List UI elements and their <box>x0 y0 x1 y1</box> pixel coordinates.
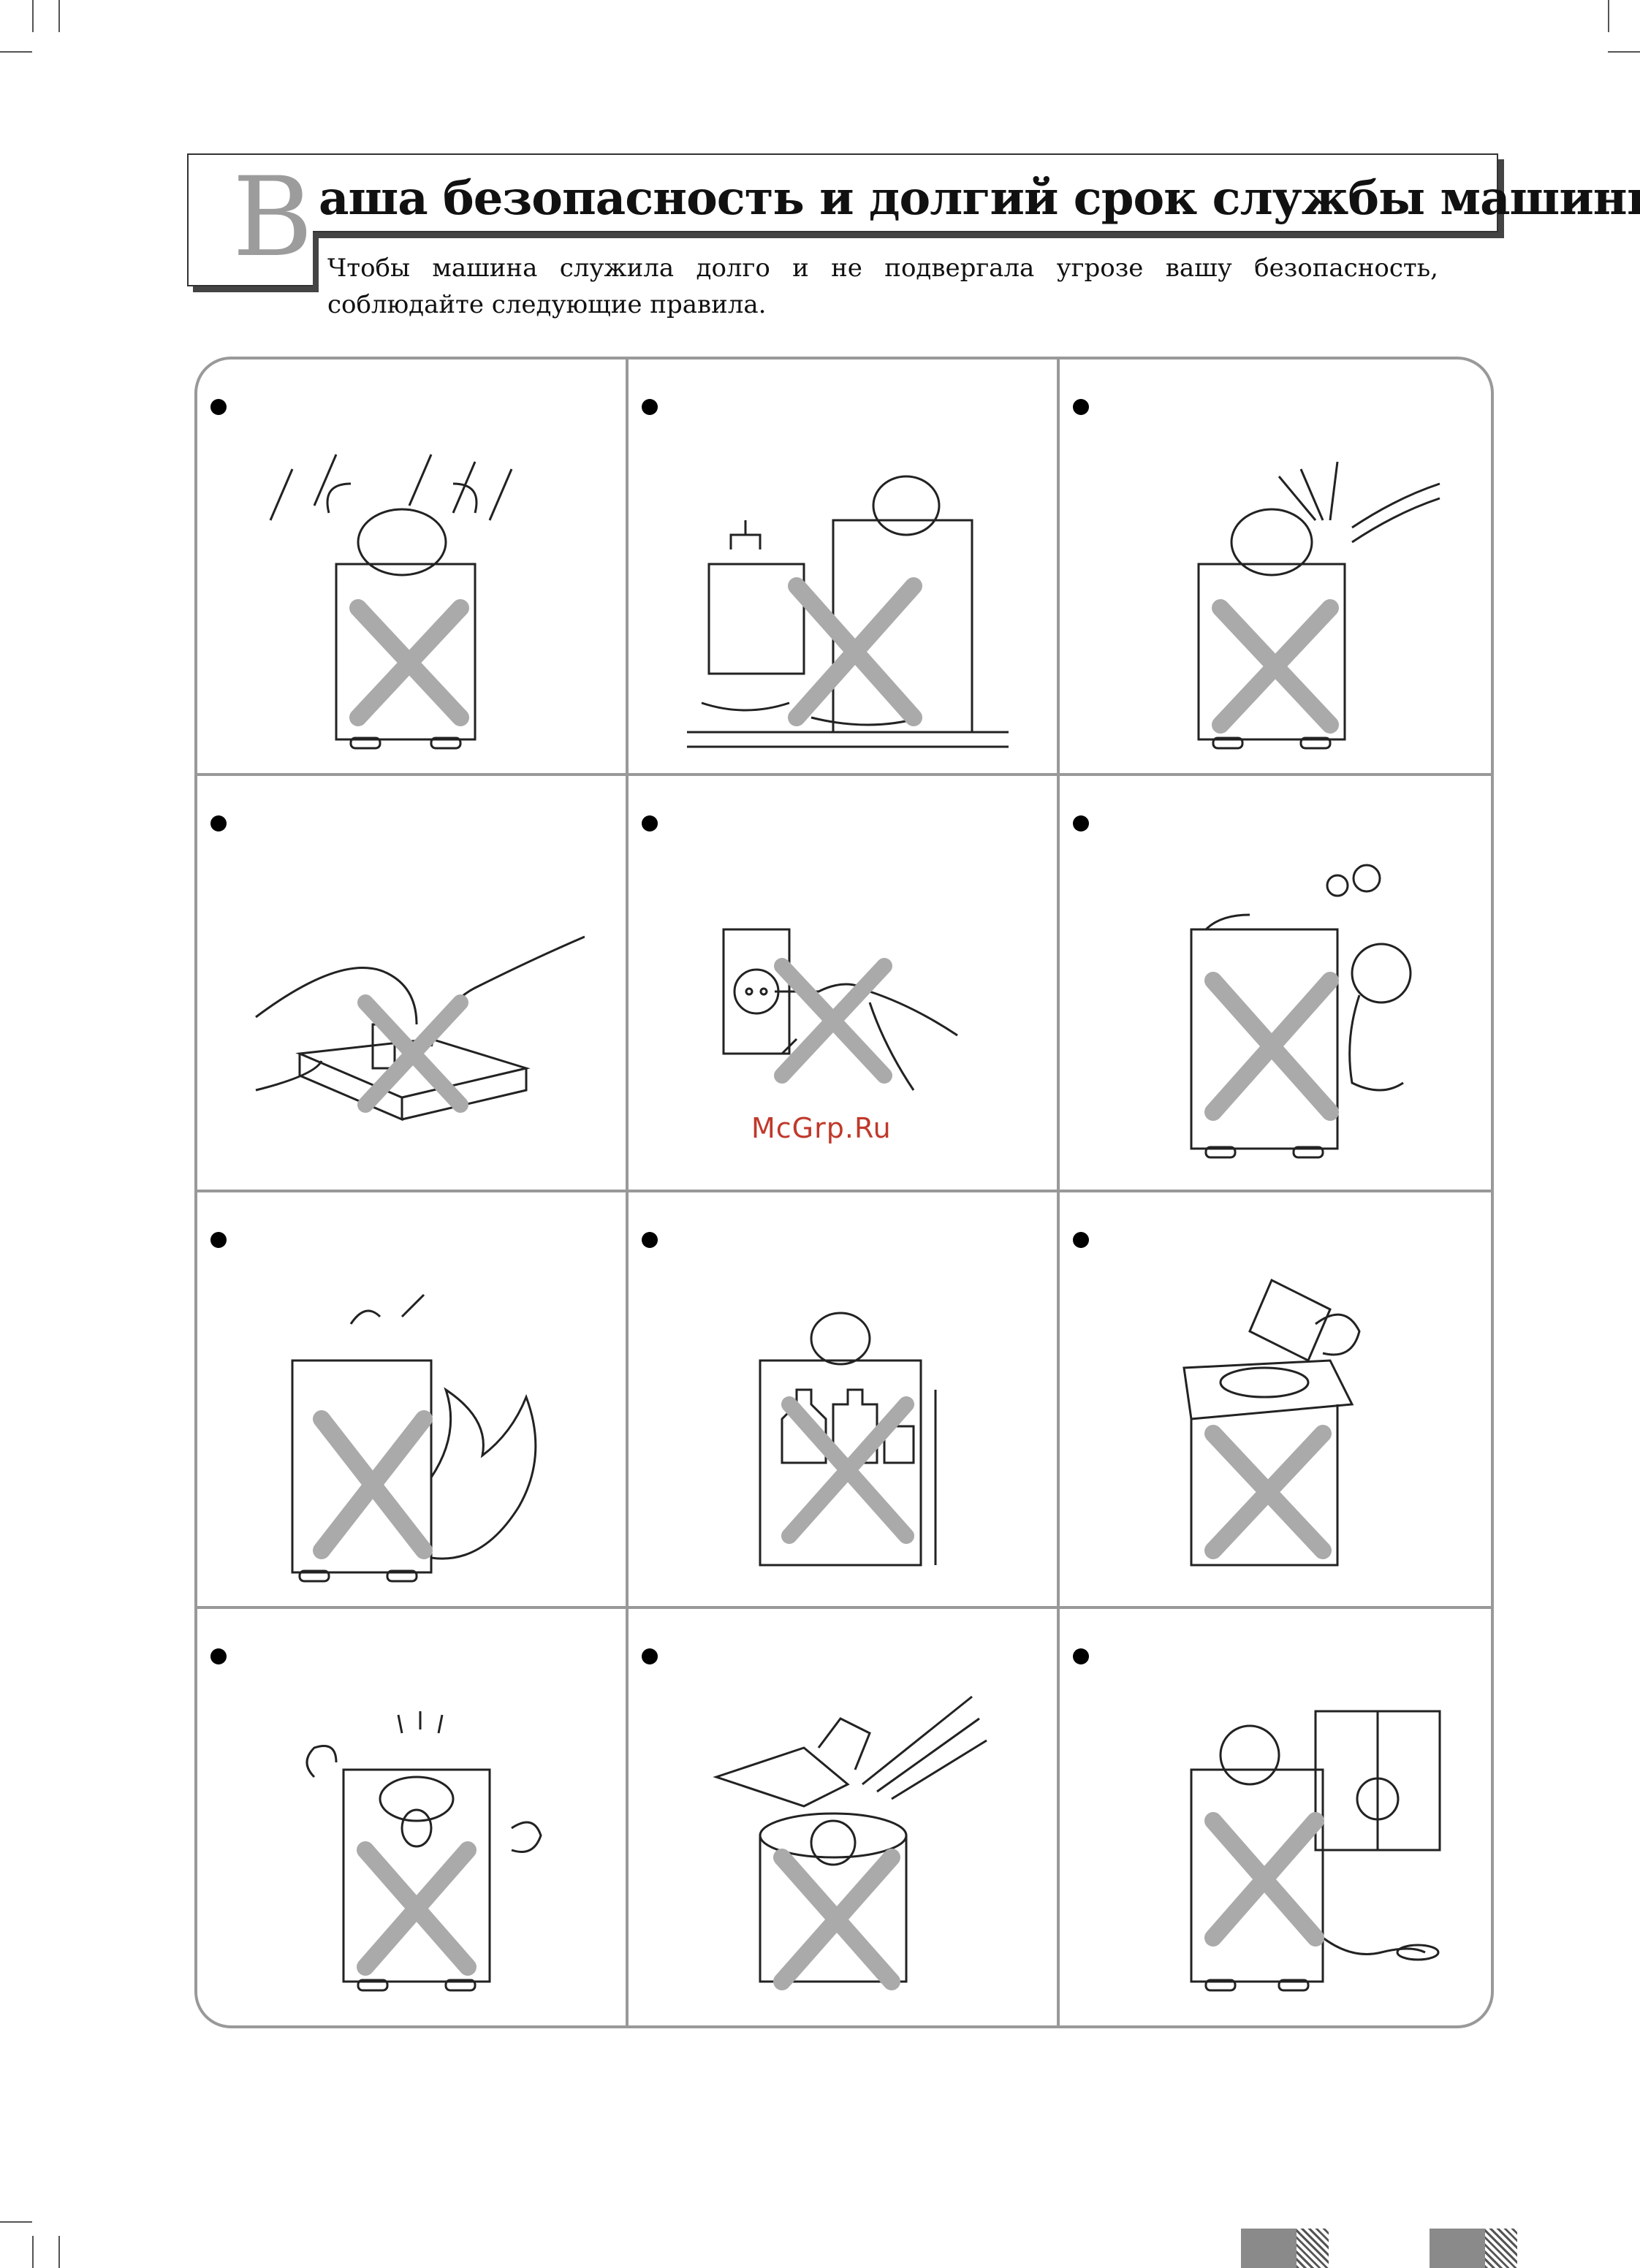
hitting-machine-icon <box>672 1689 1016 2003</box>
rule-cell-bathroom <box>629 359 1060 776</box>
rule-cell-shaking <box>197 1609 629 2025</box>
rule-cell-child-climbing <box>1060 776 1491 1192</box>
bullet-icon <box>642 815 658 832</box>
crop-mark <box>58 2236 60 2268</box>
bullet-icon <box>1073 399 1089 415</box>
bathroom-water-icon <box>672 440 1016 754</box>
watermark-text: McGrp.Ru <box>751 1112 892 1144</box>
rule-cell-fire <box>197 1192 629 1609</box>
registration-bar <box>1297 2229 1329 2268</box>
bullet-icon <box>1073 1232 1089 1248</box>
crop-mark <box>1608 0 1609 32</box>
bullet-icon <box>642 1648 658 1664</box>
registration-bar <box>1485 2229 1517 2268</box>
drop-cap-letter: В <box>232 159 313 276</box>
registration-bar <box>1430 2229 1485 2268</box>
crop-mark <box>32 2236 34 2268</box>
rule-cell-heavy-objects <box>1060 1192 1491 1609</box>
crop-mark <box>58 0 60 32</box>
crop-mark <box>0 2221 32 2223</box>
rule-cell-chemicals <box>629 1192 1060 1609</box>
bullet-icon <box>1073 1648 1089 1664</box>
bullet-icon <box>642 399 658 415</box>
fire-icon <box>241 1273 585 1587</box>
rule-cell-power-strip <box>197 776 629 1192</box>
rule-cell-drain-hose <box>1060 1609 1491 2025</box>
crop-mark <box>0 51 32 53</box>
bullet-icon <box>1073 815 1089 832</box>
child-climbing-icon <box>1104 856 1447 1171</box>
bullet-icon <box>642 1232 658 1248</box>
rule-cell-hitting <box>629 1609 1060 2025</box>
page-title: аша безопасность и долгий срок службы ма… <box>319 172 1640 225</box>
bullet-icon <box>210 815 227 832</box>
drain-hose-icon <box>1104 1689 1447 2003</box>
chemical-bottles-icon <box>672 1273 1016 1587</box>
rule-cell-rain <box>197 359 629 776</box>
safety-rules-grid <box>194 357 1494 2028</box>
shaking-machine-icon <box>241 1689 585 2003</box>
crop-mark <box>32 0 34 32</box>
bullet-icon <box>210 1648 227 1664</box>
bullet-icon <box>210 1232 227 1248</box>
intro-paragraph: Чтобы машина служила долго и не подверга… <box>327 250 1438 323</box>
water-hose-icon <box>1104 440 1447 754</box>
crop-mark <box>1608 51 1640 53</box>
power-strip-icon <box>241 856 585 1171</box>
rain-icon <box>241 440 585 754</box>
heavy-objects-icon <box>1104 1273 1447 1587</box>
registration-bar <box>1241 2229 1297 2268</box>
rule-cell-hose-spray <box>1060 359 1491 776</box>
bullet-icon <box>210 399 227 415</box>
